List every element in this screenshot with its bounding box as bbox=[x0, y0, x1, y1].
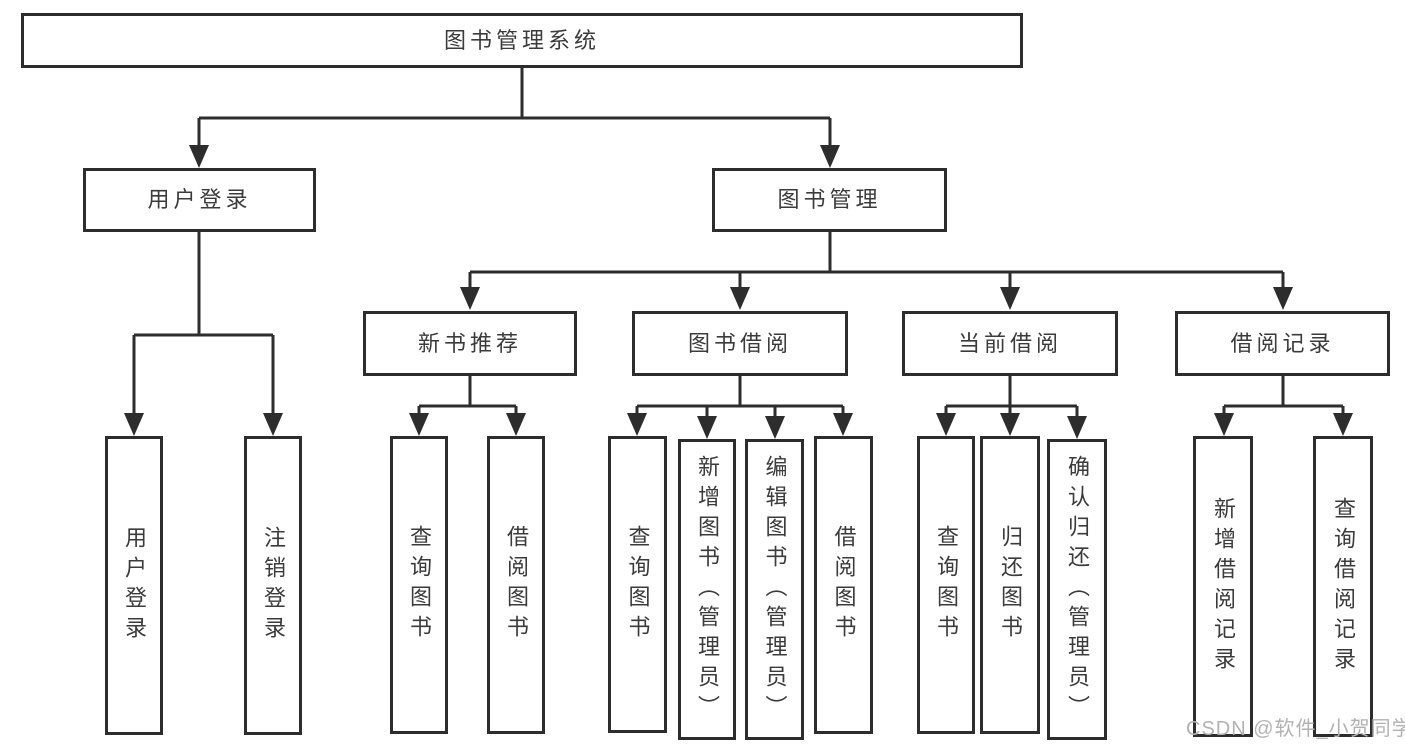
edges-user-login bbox=[124, 232, 283, 436]
leaf-user-login-label: 用户登录 bbox=[122, 525, 147, 646]
node-book-management: 图书管理 bbox=[712, 168, 947, 232]
leaf-confirm-return-admin: 确认归还（管理员） bbox=[1047, 439, 1107, 740]
leaf-add-books-admin-label: 新增图书（管理员） bbox=[695, 454, 720, 725]
leaf-confirm-return-admin-label: 确认归还（管理员） bbox=[1065, 454, 1090, 725]
leaf-borrow-books-recommend-label: 借阅图书 bbox=[504, 525, 529, 645]
leaf-query-books-current-label: 查询图书 bbox=[934, 525, 959, 645]
leaf-return-books-label: 归还图书 bbox=[998, 525, 1023, 645]
csdn-watermark: CSDN @软件_小贺同学 bbox=[1186, 718, 1405, 740]
leaf-borrow-books-label: 借阅图书 bbox=[831, 525, 857, 645]
leaf-query-borrow-record-label: 查询借阅记录 bbox=[1331, 496, 1356, 677]
node-book-management-label: 图书管理 bbox=[777, 187, 882, 212]
leaf-borrow-books: 借阅图书 bbox=[814, 436, 873, 734]
node-borrow-records-label: 借阅记录 bbox=[1230, 330, 1335, 356]
leaf-query-books-borrow-label: 查询图书 bbox=[625, 524, 651, 645]
leaf-query-borrow-record: 查询借阅记录 bbox=[1313, 436, 1373, 737]
node-borrow-records: 借阅记录 bbox=[1175, 311, 1390, 376]
edges-book-management bbox=[460, 232, 1293, 310]
node-new-book-recommend-label: 新书推荐 bbox=[417, 330, 522, 356]
node-library-management-system-label: 图书管理系统 bbox=[443, 27, 600, 53]
node-book-borrow-label: 图书借阅 bbox=[687, 330, 792, 356]
leaf-edit-books-admin-label: 编辑图书（管理员） bbox=[762, 454, 788, 725]
node-book-borrow: 图书借阅 bbox=[632, 311, 848, 376]
leaf-add-borrow-record: 新增借阅记录 bbox=[1193, 436, 1253, 737]
node-library-management-system: 图书管理系统 bbox=[21, 13, 1023, 68]
edges-new-book-recommend bbox=[409, 376, 526, 436]
edges-book-borrow bbox=[627, 376, 853, 439]
node-current-borrow-label: 当前借阅 bbox=[957, 330, 1062, 356]
leaf-add-books-admin: 新增图书（管理员） bbox=[678, 439, 736, 740]
leaf-user-login: 用户登录 bbox=[105, 436, 163, 735]
leaf-query-books-recommend-label: 查询图书 bbox=[407, 525, 432, 645]
leaf-return-books: 归还图书 bbox=[980, 436, 1040, 734]
leaf-add-borrow-record-label: 新增借阅记录 bbox=[1211, 496, 1236, 677]
node-new-book-recommend: 新书推荐 bbox=[363, 311, 577, 376]
leaf-query-books-borrow: 查询图书 bbox=[608, 436, 667, 733]
leaf-query-books-current: 查询图书 bbox=[917, 436, 975, 734]
leaf-logout: 注销登录 bbox=[244, 436, 302, 735]
edges-root bbox=[189, 68, 840, 168]
node-user-login: 用户登录 bbox=[83, 168, 316, 232]
edges-borrow-records bbox=[1214, 376, 1353, 436]
leaf-query-books-recommend: 查询图书 bbox=[390, 436, 448, 734]
leaf-edit-books-admin: 编辑图书（管理员） bbox=[745, 439, 804, 740]
leaf-logout-label: 注销登录 bbox=[261, 525, 286, 646]
edges-current-borrow bbox=[936, 376, 1087, 439]
node-user-login-label: 用户登录 bbox=[147, 187, 252, 212]
leaf-borrow-books-recommend: 借阅图书 bbox=[487, 436, 545, 734]
node-current-borrow: 当前借阅 bbox=[902, 311, 1118, 376]
